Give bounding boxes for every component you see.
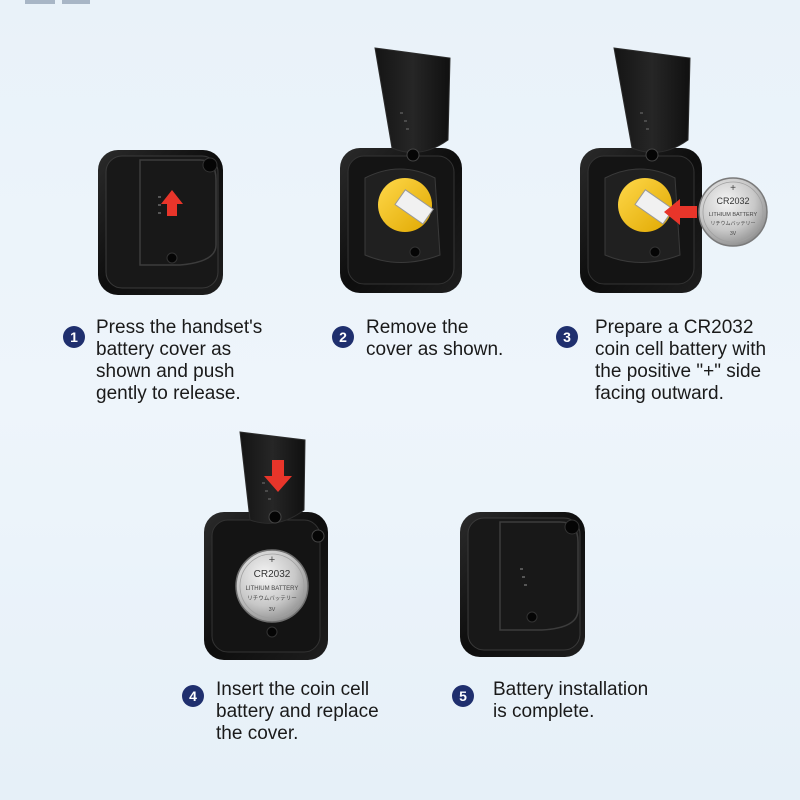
battery-holder-icon xyxy=(378,178,434,232)
step-instruction: Prepare a CR2032 coin cell battery with … xyxy=(595,317,767,404)
device-step-2 xyxy=(340,47,462,293)
logo-mark xyxy=(25,0,55,4)
battery-cover xyxy=(613,47,691,153)
battery-holder-icon xyxy=(618,178,674,232)
device-step-4: + CR2032 LITHIUM BATTERY リチウムバッテリー 3V xyxy=(204,431,328,660)
battery-voltage-label: 3V xyxy=(269,607,276,613)
step-number-badge: 5 xyxy=(452,685,474,707)
battery-type-label: LITHIUM BATTERY xyxy=(709,212,758,218)
device-step-5 xyxy=(460,512,585,657)
battery-voltage-label: 3V xyxy=(730,231,737,237)
device-step-1 xyxy=(98,150,223,295)
step-number-badge: 3 xyxy=(556,326,578,348)
device-step-3: + CR2032 LITHIUM BATTERY リチウムバッテリー 3V xyxy=(580,47,768,293)
battery-cover xyxy=(374,47,451,153)
push-arrow-icon xyxy=(161,190,183,216)
logo-mark xyxy=(62,0,90,4)
insert-arrow-icon xyxy=(664,199,697,225)
step-instruction: Insert the coin cell battery and replace… xyxy=(216,679,379,744)
battery-type-label: LITHIUM BATTERY xyxy=(246,586,299,592)
battery-model-label: CR2032 xyxy=(254,569,291,580)
step-number-badge: 4 xyxy=(182,685,204,707)
insert-down-arrow-icon xyxy=(264,460,292,492)
step-number-badge: 2 xyxy=(332,326,354,348)
battery-model-label: CR2032 xyxy=(716,196,749,206)
battery-plus-label: + xyxy=(730,183,736,194)
battery-japanese-label: リチウムバッテリー xyxy=(710,220,755,227)
step-instruction: Remove the cover as shown. xyxy=(366,317,504,360)
step-instruction: Battery installation is complete. xyxy=(493,679,649,722)
coin-battery-loose: + CR2032 LITHIUM BATTERY リチウムバッテリー 3V xyxy=(698,177,768,247)
battery-plus-label: + xyxy=(269,554,275,566)
coin-battery-installed: + CR2032 LITHIUM BATTERY リチウムバッテリー 3V xyxy=(235,549,309,623)
step-instruction: Press the handset's battery cover as sho… xyxy=(96,317,263,404)
battery-japanese-label: リチウムバッテリー xyxy=(247,594,297,602)
step-number-badge: 1 xyxy=(63,326,85,348)
